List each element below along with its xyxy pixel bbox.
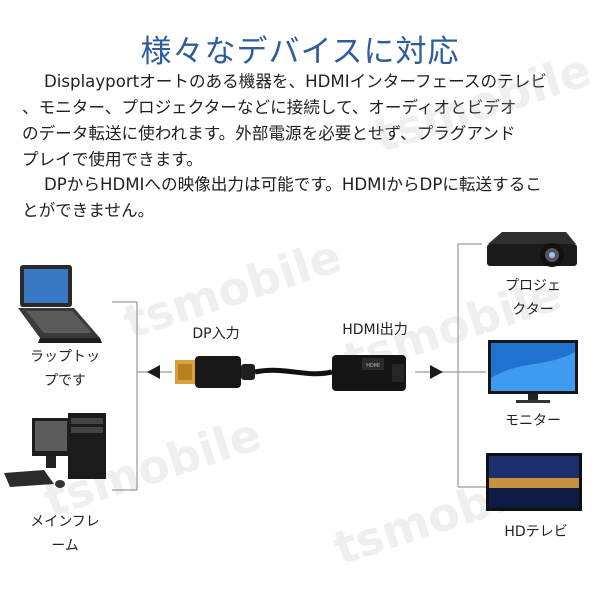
right-arrow-icon <box>430 365 443 379</box>
description-paragraph: Displayportオートのある機器を、HDMIインターフェースのテレビ 、モ… <box>22 69 582 173</box>
desktop-label: メインフレ ーム <box>20 510 110 558</box>
cable <box>254 367 333 377</box>
adapter-port-text: HDMI <box>366 363 379 369</box>
projector-icon <box>487 232 577 267</box>
laptop-label: ラップトッ プです <box>20 345 110 393</box>
projector-label: プロジェ クター <box>488 274 578 322</box>
notice-line: DPからHDMIへの映像出力は可能です。HDMIからDPに転送するこ <box>44 175 542 194</box>
desktop-label-line: ーム <box>51 538 79 554</box>
right-connector-lines <box>415 243 486 488</box>
description-line: Displayportオートのある機器を、HDMIインターフェースのテレビ <box>44 72 547 91</box>
left-connector-lines <box>112 301 172 491</box>
displayport-plug-icon <box>175 356 255 388</box>
laptop-label-line: ラップトッ <box>30 349 100 365</box>
page-title: 様々なデバイスに対応 <box>140 34 460 70</box>
tv-label: HDテレビ <box>504 524 568 540</box>
desktop-label-line: メインフレ <box>30 514 100 530</box>
dp-input-label: DP入力 <box>192 326 240 342</box>
notice-paragraph: DPからHDMIへの映像出力は可能です。HDMIからDPに転送するこ とができま… <box>22 172 582 224</box>
notice-line: とができません。 <box>22 201 155 220</box>
monitor-label: モニター <box>505 413 561 429</box>
tv-icon <box>486 453 582 511</box>
projector-label-line: クター <box>512 302 554 318</box>
laptop-label-line: プです <box>44 373 86 389</box>
description-line: プレイで使用できます。 <box>22 150 203 169</box>
monitor-icon <box>488 340 578 403</box>
left-arrow-icon <box>147 365 160 379</box>
desktop-computer-icon <box>4 413 106 488</box>
laptop-icon <box>18 265 102 343</box>
projector-label-line: プロジェ <box>505 278 561 294</box>
description-line: 、モニター、プロジェクターなどに接続して、オーディオとビデオ <box>22 98 517 117</box>
hdmi-output-label: HDMI出力 <box>342 322 408 338</box>
description-line: のデータ転送に使われます。外部電源を必要とせず、プラグアンド <box>22 124 516 143</box>
hdmi-adapter-icon <box>332 355 406 391</box>
